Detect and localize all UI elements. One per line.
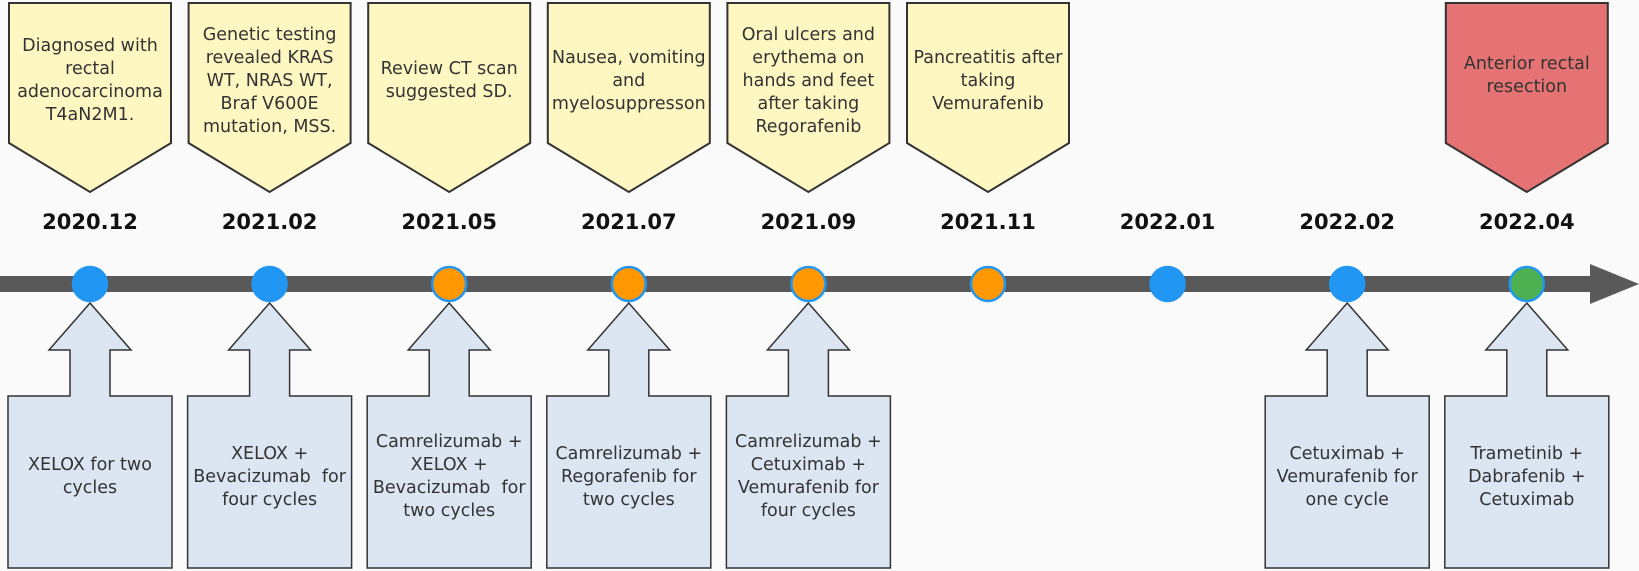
text-line: taking	[960, 70, 1016, 91]
surgery-callout	[1444, 2, 1609, 194]
text-line: two cycles	[582, 489, 675, 510]
date-label: 2022.04	[1478, 210, 1575, 234]
text-line: Cetuximab +	[1289, 443, 1405, 464]
treatment-callout	[1444, 301, 1610, 569]
text-line: erythema on	[752, 47, 865, 68]
date-label: 2021.02	[221, 210, 318, 234]
date-label: 2021.07	[580, 210, 677, 234]
text-line: Vemurafenib for	[737, 478, 879, 498]
text-line: Vemurafenib for	[1276, 466, 1418, 487]
text-line: XELOX +	[410, 455, 488, 475]
text-line: Bevacizumab for	[193, 466, 346, 487]
date-label: 2021.05	[401, 210, 498, 234]
date-label: 2022.02	[1299, 210, 1396, 234]
text-line: T4aN2M1.	[45, 105, 135, 125]
text-line: Camrelizumab +	[555, 443, 703, 464]
treatment-callout	[186, 301, 353, 569]
treatment-callout	[7, 301, 173, 569]
timeline-dot-orange	[430, 265, 468, 303]
text-line: XELOX +	[231, 443, 309, 464]
text-line: adenocarcinoma	[17, 82, 163, 102]
timeline-dot-orange	[790, 265, 827, 303]
text-line: Oral ulcers and	[741, 24, 876, 45]
date-label: 2020.12	[42, 210, 138, 234]
text-line: revealed KRAS	[205, 47, 334, 68]
text-line: rectal	[65, 59, 115, 79]
text-line: four cycles	[222, 489, 318, 510]
text-line: mutation, MSS.	[202, 116, 337, 137]
surgery-text: Anterior rectal resection	[1445, 6, 1609, 146]
treatment-text: XELOX for two cycles	[8, 396, 172, 558]
timeline-dot-blue	[71, 265, 109, 303]
text-line: two cycles	[403, 501, 496, 521]
text-line: Trametinib +	[1470, 443, 1584, 464]
text-line: Genetic testing	[202, 24, 337, 45]
treatment-callout	[366, 301, 532, 569]
timeline-arrowhead	[1590, 264, 1639, 304]
text-line: Anterior rectal	[1463, 54, 1590, 74]
text-line: cycles	[62, 478, 118, 498]
text-line: Vemurafenib	[932, 93, 1044, 114]
event-text: Review CT scan suggested SD.	[367, 6, 531, 156]
timeline-dot-orange	[610, 265, 648, 303]
text-line: suggested SD.	[385, 82, 513, 102]
treatment-text: Camrelizumab + Cetuximab + Vemurafenib for…	[726, 396, 890, 558]
treatment-text: Camrelizumab + XELOX + Bevacizumab for two …	[367, 396, 531, 558]
event-callout	[367, 2, 532, 194]
event-callout	[906, 2, 1070, 194]
treatment-text: Trametinib +Dabrafenib +Cetuximab	[1445, 396, 1609, 558]
treatment-callout	[1264, 301, 1430, 569]
text-line: Bevacizumab for	[372, 478, 526, 498]
timeline-dot-blue	[1149, 265, 1186, 303]
timeline-dot-orange	[969, 265, 1007, 303]
text-line: XELOX for two	[28, 455, 152, 475]
treatment-callout	[546, 301, 712, 569]
text-line: Camrelizumab +	[735, 432, 882, 452]
text-line: Dabrafenib +	[1468, 466, 1586, 487]
text-line: myelosuppresson	[551, 93, 706, 114]
text-line: and	[612, 70, 646, 91]
timeline-dot-green	[1508, 265, 1546, 303]
date-label: 2022.01	[1119, 210, 1216, 234]
text-line: Cetuximab	[1479, 489, 1575, 510]
text-line: Regorafenib	[755, 116, 862, 137]
text-line: Camrelizumab +	[375, 432, 523, 452]
text-line: Nausea, vomiting	[552, 47, 706, 68]
text-line: Pancreatitis after	[913, 47, 1063, 68]
event-callout	[8, 2, 172, 194]
text-line: Diagnosed with	[22, 36, 158, 56]
text-line: resection	[1486, 77, 1568, 97]
text-line: Regorafenib for	[561, 466, 697, 487]
text-line: after taking	[757, 93, 860, 114]
treatment-callout	[725, 301, 892, 569]
text-line: Cetuximab +	[750, 455, 867, 475]
date-label: 2021.09	[760, 210, 857, 234]
event-callout	[546, 2, 711, 194]
text-line: one cycle	[1305, 489, 1389, 510]
event-callout	[187, 2, 352, 194]
text-line: four cycles	[760, 501, 856, 521]
text-line: WT, NRAS WT,	[206, 70, 333, 91]
text-line: Braf V600E	[220, 93, 319, 114]
date-label: 2021.11	[940, 210, 1036, 234]
text-line: Review CT scan	[380, 59, 518, 79]
text-line: hands and feet	[742, 70, 875, 91]
event-callout	[726, 2, 891, 194]
timeline-dot-blue	[251, 265, 288, 303]
timeline-dot-blue	[1328, 265, 1366, 303]
